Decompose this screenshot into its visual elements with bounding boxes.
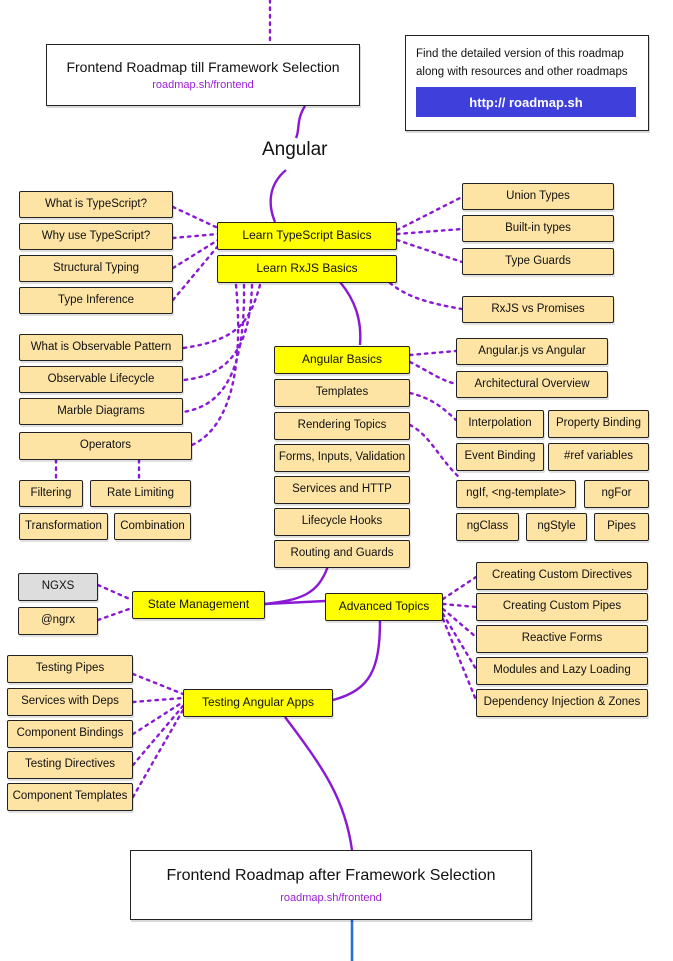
info-text-2: along with resources and other roadmaps xyxy=(416,66,628,78)
node-ngfor[interactable]: ngFor xyxy=(584,480,649,508)
bottom-roadmap-link[interactable]: roadmap.sh/frontend xyxy=(280,891,382,904)
node-custom-directives[interactable]: Creating Custom Directives xyxy=(476,562,648,590)
node-combination[interactable]: Combination xyxy=(114,513,191,540)
node-custom-pipes[interactable]: Creating Custom Pipes xyxy=(476,593,648,621)
node-type-guards[interactable]: Type Guards xyxy=(462,248,614,275)
node-property-binding[interactable]: Property Binding xyxy=(548,410,649,438)
node-transformation[interactable]: Transformation xyxy=(19,513,108,540)
node-forms-inputs-validation[interactable]: Forms, Inputs, Validation xyxy=(274,444,410,472)
edge-rxjs-to-basics xyxy=(339,281,362,346)
roadmap-link-button[interactable]: http:// roadmap.sh xyxy=(416,87,636,117)
node-pipes[interactable]: Pipes xyxy=(594,513,649,541)
node-services-with-deps[interactable]: Services with Deps xyxy=(7,688,133,716)
node-dependency-injection[interactable]: Dependency Injection & Zones xyxy=(476,689,648,717)
node-ngstyle[interactable]: ngStyle xyxy=(526,513,587,541)
node-testing-pipes[interactable]: Testing Pipes xyxy=(7,655,133,683)
node-rendering-topics[interactable]: Rendering Topics xyxy=(274,412,410,440)
bottom-roadmap-title: Frontend Roadmap after Framework Selecti… xyxy=(166,866,496,884)
node-templates[interactable]: Templates xyxy=(274,379,410,407)
node-filtering[interactable]: Filtering xyxy=(19,480,83,507)
edge-basics-to-state xyxy=(264,565,330,606)
node-angular-basics[interactable]: Angular Basics xyxy=(274,346,410,374)
node-ngxs[interactable]: NGXS xyxy=(18,573,98,601)
edge-testing-to-footer xyxy=(284,716,354,851)
info-text-1: Find the detailed version of this roadma… xyxy=(416,48,624,60)
node-why-typescript[interactable]: Why use TypeScript? xyxy=(19,223,173,250)
node-observable-pattern[interactable]: What is Observable Pattern xyxy=(19,334,183,361)
node-rate-limiting[interactable]: Rate Limiting xyxy=(90,480,191,507)
node-union-types[interactable]: Union Types xyxy=(462,183,614,210)
node-structural-typing[interactable]: Structural Typing xyxy=(19,255,173,282)
node-rxjs-vs-promises[interactable]: RxJS vs Promises xyxy=(462,296,614,323)
node-architectural-overview[interactable]: Architectural Overview xyxy=(456,371,608,398)
node-modules-lazy-loading[interactable]: Modules and Lazy Loading xyxy=(476,657,648,685)
node-routing-guards[interactable]: Routing and Guards xyxy=(274,540,410,568)
node-marble-diagrams[interactable]: Marble Diagrams xyxy=(19,398,183,425)
node-testing-directives[interactable]: Testing Directives xyxy=(7,751,133,779)
node-services-http[interactable]: Services and HTTP xyxy=(274,476,410,504)
node-angularjs-vs-angular[interactable]: Angular.js vs Angular xyxy=(456,338,608,365)
top-roadmap-box[interactable]: Frontend Roadmap till Framework Selectio… xyxy=(46,44,360,106)
edge-title-to-typescript xyxy=(269,169,287,223)
node-type-inference[interactable]: Type Inference xyxy=(19,287,173,314)
node-reactive-forms[interactable]: Reactive Forms xyxy=(476,625,648,653)
edge-header-to-title xyxy=(294,105,307,139)
node-component-templates[interactable]: Component Templates xyxy=(7,783,133,811)
node-ngif-ngtemplate[interactable]: ngIf, <ng-template> xyxy=(456,480,576,508)
node-what-is-typescript[interactable]: What is TypeScript? xyxy=(19,191,173,218)
bottom-roadmap-box[interactable]: Frontend Roadmap after Framework Selecti… xyxy=(130,850,532,920)
node-learn-typescript[interactable]: Learn TypeScript Basics xyxy=(217,222,397,250)
top-roadmap-link[interactable]: roadmap.sh/frontend xyxy=(152,79,254,91)
edge-advanced-to-testing xyxy=(332,619,382,702)
node-state-management[interactable]: State Management xyxy=(132,591,265,619)
node-ref-variables[interactable]: #ref variables xyxy=(548,443,649,471)
page-title: Angular xyxy=(262,139,328,160)
node-testing-angular[interactable]: Testing Angular Apps xyxy=(183,689,333,717)
node-interpolation[interactable]: Interpolation xyxy=(456,410,544,438)
edge-state-to-advanced xyxy=(264,599,326,606)
node-advanced-topics[interactable]: Advanced Topics xyxy=(325,593,443,621)
node-ngrx[interactable]: @ngrx xyxy=(18,607,98,635)
node-observable-lifecycle[interactable]: Observable Lifecycle xyxy=(19,366,183,393)
info-box: Find the detailed version of this roadma… xyxy=(405,35,649,131)
node-event-binding[interactable]: Event Binding xyxy=(456,443,544,471)
node-operators[interactable]: Operators xyxy=(19,432,192,460)
top-roadmap-title: Frontend Roadmap till Framework Selectio… xyxy=(66,59,340,75)
node-ngclass[interactable]: ngClass xyxy=(456,513,519,541)
node-learn-rxjs[interactable]: Learn RxJS Basics xyxy=(217,255,397,283)
node-lifecycle-hooks[interactable]: Lifecycle Hooks xyxy=(274,508,410,536)
node-built-in-types[interactable]: Built-in types xyxy=(462,215,614,242)
node-component-bindings[interactable]: Component Bindings xyxy=(7,720,133,748)
